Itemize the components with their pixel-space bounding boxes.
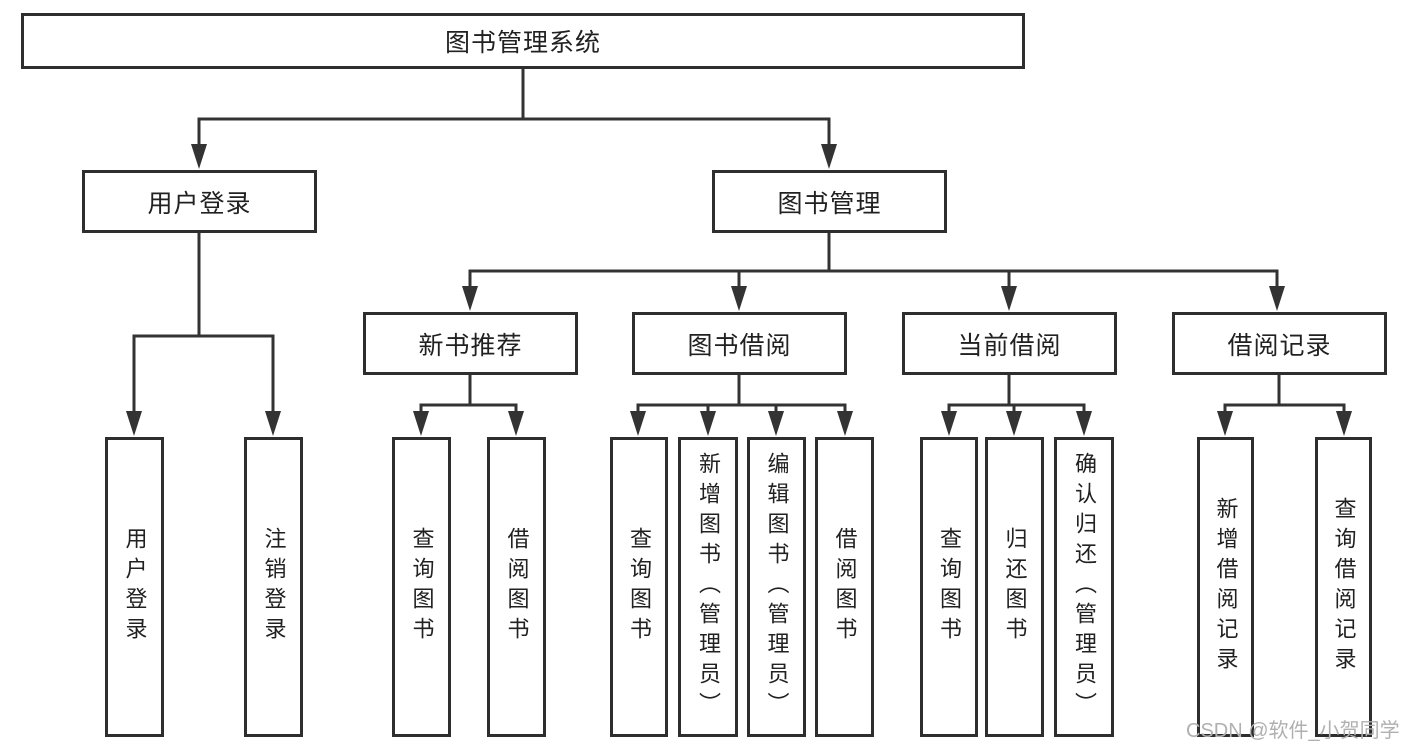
leaf-query-books-borrow-label: 查询图书 — [627, 527, 652, 647]
node-borrow-records: 借阅记录 — [1172, 312, 1387, 375]
node-new-book-recommend: 新书推荐 — [363, 312, 578, 375]
leaf-add-borrow-record-label: 新增借阅记录 — [1213, 497, 1239, 677]
leaf-borrow-books: 借阅图书 — [815, 437, 874, 737]
leaf-logout-label: 注销登录 — [261, 527, 287, 647]
leaf-add-borrow-record: 新增借阅记录 — [1197, 437, 1254, 737]
leaf-query-books-recommend: 查询图书 — [392, 437, 451, 737]
leaf-add-books-admin-label: 新增图书（管理员） — [696, 452, 721, 722]
leaf-borrow-books-recommend-label: 借阅图书 — [504, 527, 530, 647]
leaf-query-borrow-record: 查询借阅记录 — [1315, 437, 1372, 737]
leaf-query-books-recommend-label: 查询图书 — [409, 527, 435, 647]
leaf-user-login: 用户登录 — [105, 437, 164, 737]
leaf-user-login-label: 用户登录 — [122, 527, 148, 647]
leaf-confirm-return-admin-label: 确认归还（管理员） — [1072, 452, 1097, 722]
leaf-borrow-books-label: 借阅图书 — [832, 527, 858, 647]
leaf-query-books-current-label: 查询图书 — [937, 527, 962, 647]
csdn-watermark: CSDN @软件_小贺同学 — [1186, 720, 1400, 742]
leaf-logout: 注销登录 — [244, 437, 303, 737]
leaf-add-books-admin: 新增图书（管理员） — [678, 437, 738, 737]
node-book-borrow: 图书借阅 — [632, 312, 847, 375]
leaf-return-books-label: 归还图书 — [1002, 527, 1028, 647]
node-book-management: 图书管理 — [712, 170, 947, 233]
leaf-query-books-borrow: 查询图书 — [610, 437, 668, 737]
node-user-login: 用户登录 — [82, 170, 317, 233]
leaf-return-books: 归还图书 — [985, 437, 1044, 737]
leaf-query-borrow-record-label: 查询借阅记录 — [1331, 497, 1357, 677]
leaf-confirm-return-admin: 确认归还（管理员） — [1054, 437, 1114, 737]
leaf-query-books-current: 查询图书 — [920, 437, 978, 737]
leaf-borrow-books-recommend: 借阅图书 — [487, 437, 546, 737]
node-root-library-system: 图书管理系统 — [21, 13, 1025, 69]
node-current-borrow: 当前借阅 — [902, 312, 1117, 375]
leaf-edit-books-admin: 编辑图书（管理员） — [747, 437, 806, 737]
leaf-edit-books-admin-label: 编辑图书（管理员） — [764, 452, 790, 722]
